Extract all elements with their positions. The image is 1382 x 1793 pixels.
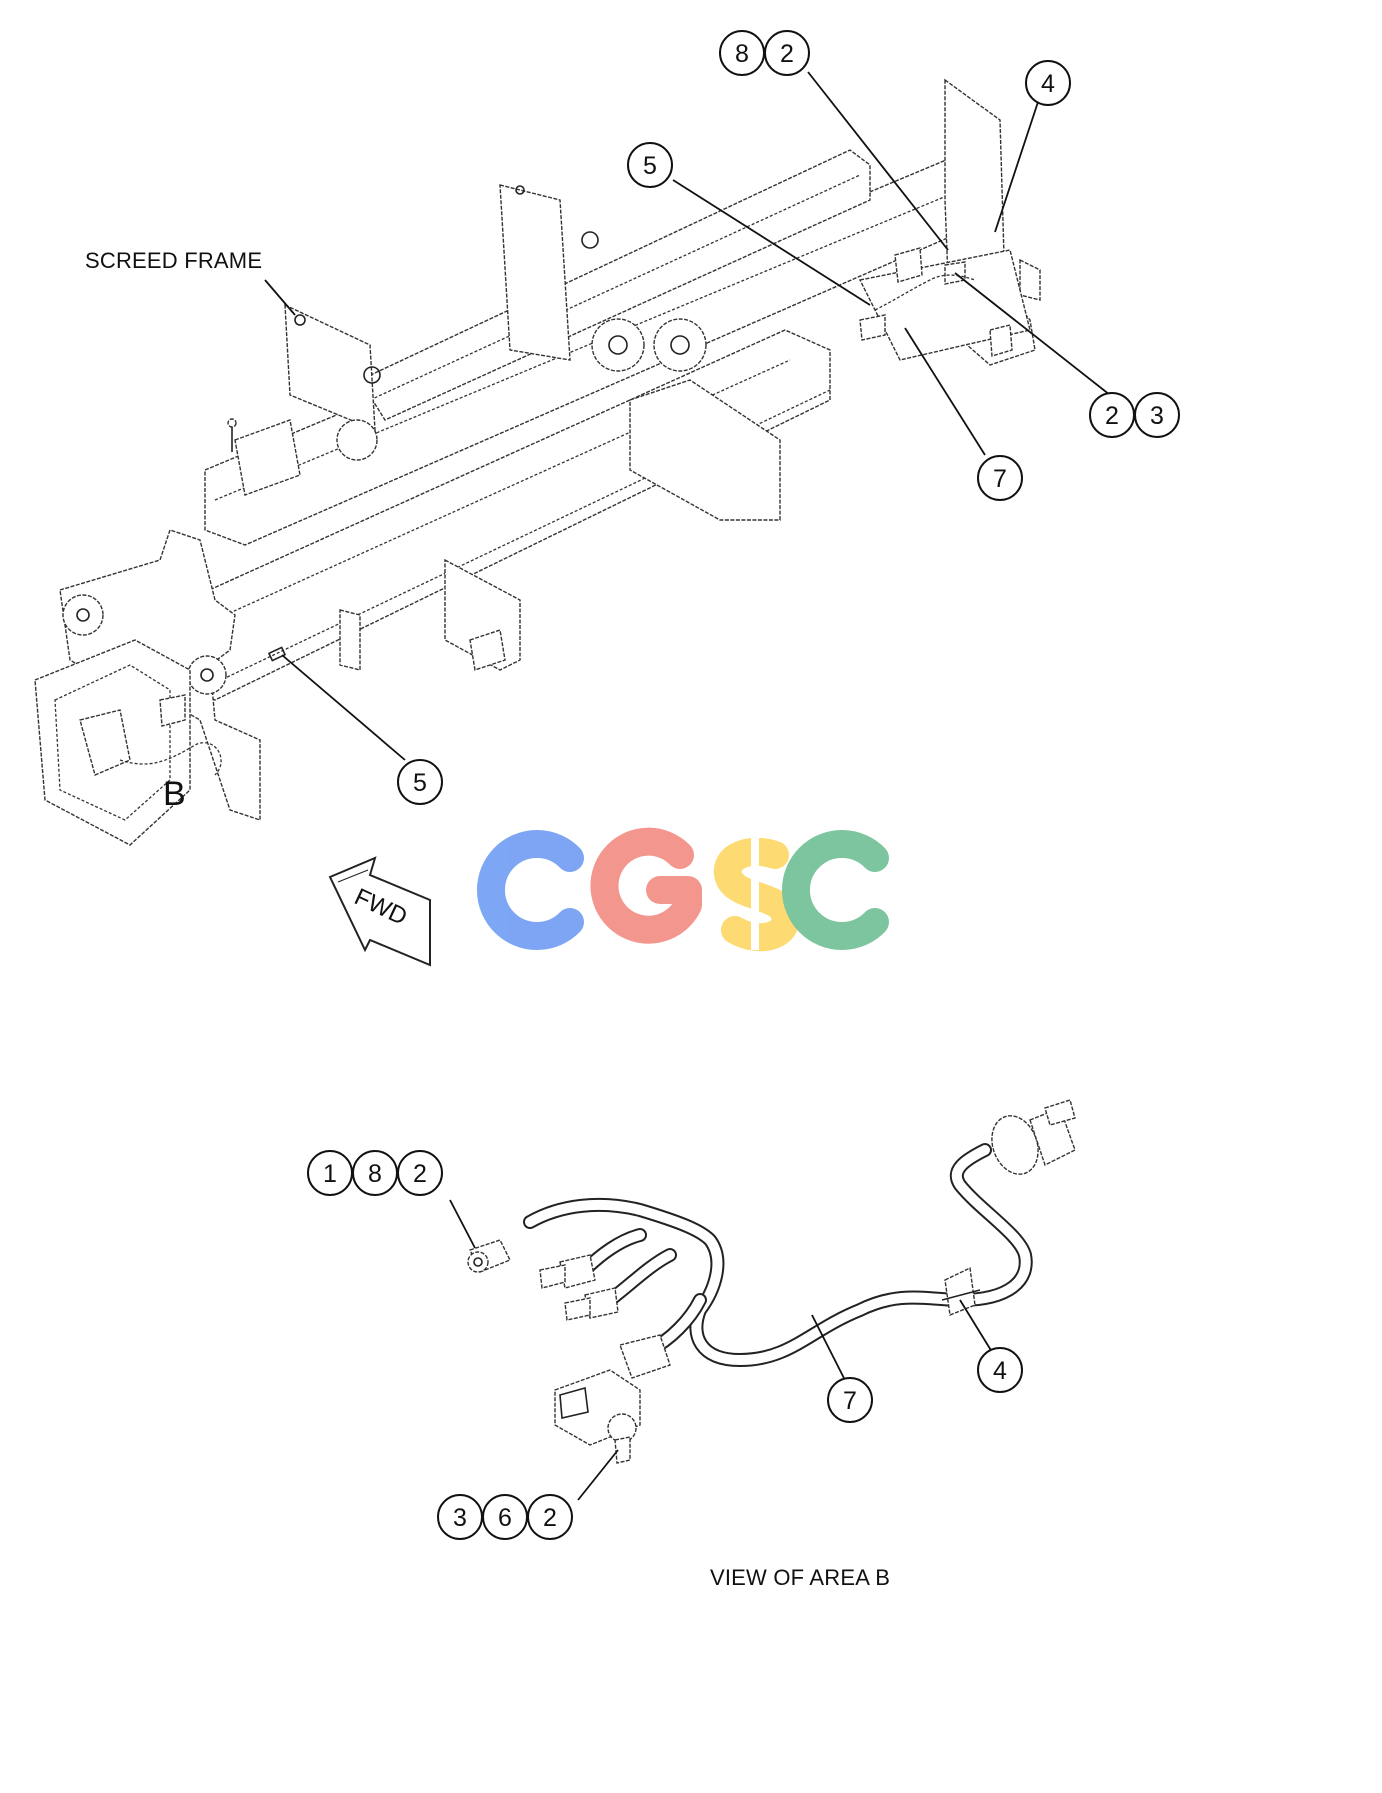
callout-balloon <box>977 455 1023 501</box>
lower-leaders <box>449 1199 1001 1501</box>
screed-frame-leader <box>264 279 296 316</box>
callout-number: 4 <box>993 1357 1007 1385</box>
callout-number: 1 <box>323 1160 337 1188</box>
logo-letter-s <box>713 837 800 952</box>
callout-c-5-bottom: 5 <box>397 759 443 805</box>
upper-leaders <box>281 71 1111 761</box>
callout-number: 2 <box>543 1504 557 1532</box>
callout-number: 8 <box>735 40 749 68</box>
callout-number: 2 <box>780 40 794 68</box>
callout-number: 2 <box>1105 402 1119 430</box>
callout-balloon <box>397 1150 443 1196</box>
callout-number: 5 <box>643 152 657 180</box>
cgsc-watermark-logo <box>477 827 889 952</box>
callout-number: 7 <box>993 465 1007 493</box>
callout-balloon <box>1025 60 1071 106</box>
callout-c-7-top: 7 <box>977 455 1023 501</box>
view-caption: VIEW OF AREA B <box>710 1565 890 1590</box>
callout-number: 8 <box>368 1160 382 1188</box>
callout-balloon <box>627 142 673 188</box>
area-b-marker: B <box>163 775 186 813</box>
callout-number: 3 <box>1150 402 1164 430</box>
callout-balloon <box>977 1347 1023 1393</box>
callout-c-1-8-2: 1 8 2 <box>307 1150 443 1196</box>
callout-number: 6 <box>498 1504 512 1532</box>
callout-number: 3 <box>453 1504 467 1532</box>
screed-frame-label: SCREED FRAME <box>85 248 262 273</box>
screed-frame-assembly <box>34 78 1041 846</box>
logo-letter-g <box>590 827 702 944</box>
callout-balloon <box>397 759 443 805</box>
callout-number: 7 <box>843 1387 857 1415</box>
callout-c-3-6-2: 3 6 2 <box>437 1494 573 1540</box>
callout-balloon <box>1134 392 1180 438</box>
callout-number: 5 <box>413 769 427 797</box>
callout-balloon <box>764 30 810 76</box>
callout-number: 2 <box>413 1160 427 1188</box>
logo-letter-c1 <box>477 830 584 950</box>
callout-c-7-bottom: 7 <box>827 1377 873 1423</box>
area-b-harness-detail <box>467 1099 1076 1464</box>
callout-c-4-bottom: 4 <box>977 1347 1023 1393</box>
logo-letter-c2 <box>782 830 889 950</box>
fwd-arrow: FWD <box>328 856 431 967</box>
callout-balloon <box>827 1377 873 1423</box>
callout-balloon <box>527 1494 573 1540</box>
callout-c-5-top: 5 <box>627 142 673 188</box>
callout-c-4-top: 4 <box>1025 60 1071 106</box>
callout-number: 4 <box>1041 70 1055 98</box>
